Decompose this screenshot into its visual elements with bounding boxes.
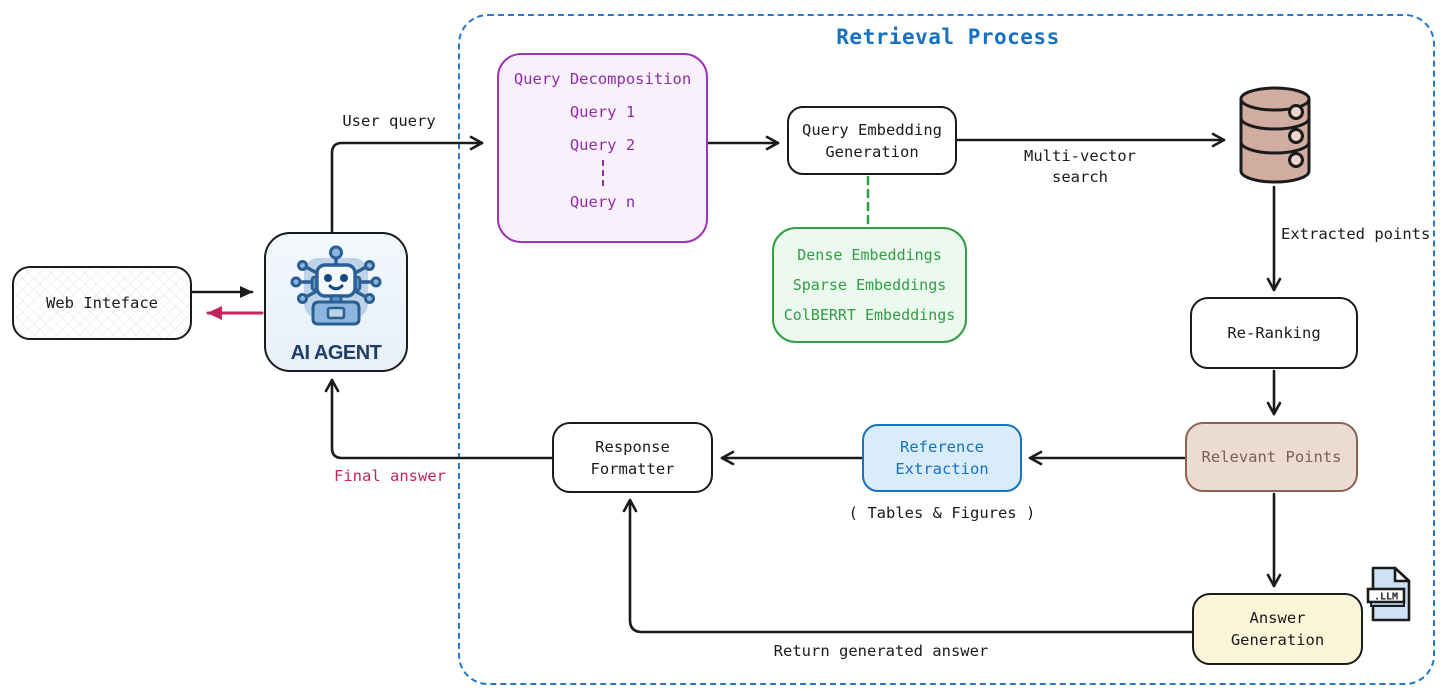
reference-extraction-node: Reference Extraction [862, 424, 1022, 492]
answer-generation-node: Answer Generation [1192, 593, 1363, 665]
relevant-points-label: Relevant Points [1201, 448, 1342, 466]
query-embedding-node: Query Embedding Generation [787, 106, 957, 175]
multi-vector-line2: search [1052, 168, 1108, 186]
retrieval-process-container [458, 14, 1435, 685]
reference-extraction-line1: Reference [900, 438, 984, 456]
llm-file-icon: .LLM [1366, 566, 1414, 628]
multi-vector-search-label: Multi-vector search [1000, 146, 1160, 188]
robot-icon [284, 242, 388, 344]
response-formatter-line1: Response [595, 437, 670, 456]
return-answer-label: Return generated answer [773, 642, 989, 660]
llm-file-label: .LLM [1374, 592, 1398, 603]
ai-agent-node: AI AGENT [264, 232, 408, 372]
reference-extraction-line2: Extraction [895, 460, 989, 478]
extracted-points-label: Extracted points [1281, 225, 1431, 243]
web-interface-node: Web Inteface [12, 266, 192, 340]
answer-generation-line1: Answer [1249, 609, 1306, 627]
colbert-embeddings-label: ColBERRT Embeddings [783, 306, 956, 324]
response-formatter-line2: Formatter [590, 459, 675, 478]
web-interface-label: Web Inteface [46, 294, 158, 312]
query-decomposition-title: Query Decomposition [513, 70, 692, 88]
response-formatter-node: Response Formatter [552, 422, 713, 493]
embedding-types-node: Dense Embeddings Sparse Embeddings ColBE… [772, 227, 967, 343]
tables-figures-note: ( Tables & Figures ) [848, 504, 1036, 522]
query-embedding-line1: Query Embedding [802, 120, 942, 139]
answer-generation-line2: Generation [1230, 631, 1325, 649]
query-item-n: Query n [569, 193, 636, 211]
query-embedding-line2: Generation [825, 142, 919, 161]
user-query-label: User query [342, 112, 436, 130]
relevant-points-node: Relevant Points [1185, 422, 1358, 492]
query-decomposition-node: Query Decomposition Query 1 Query 2 Quer… [497, 53, 708, 243]
query-item-1: Query 1 [569, 103, 636, 121]
ai-agent-label: AI AGENT [290, 342, 382, 364]
ellipsis-dashes [601, 160, 604, 186]
diagram-title: Retrieval Process [836, 25, 1060, 49]
dense-embeddings-label: Dense Embeddings [797, 246, 942, 264]
re-ranking-label: Re-Ranking [1227, 324, 1321, 342]
multi-vector-line1: Multi-vector [1024, 147, 1136, 165]
final-answer-label: Final answer [334, 467, 446, 485]
sparse-embeddings-label: Sparse Embeddings [792, 276, 947, 294]
re-ranking-node: Re-Ranking [1190, 297, 1358, 369]
vector-database-icon [1235, 85, 1315, 189]
query-item-2: Query 2 [569, 136, 636, 154]
